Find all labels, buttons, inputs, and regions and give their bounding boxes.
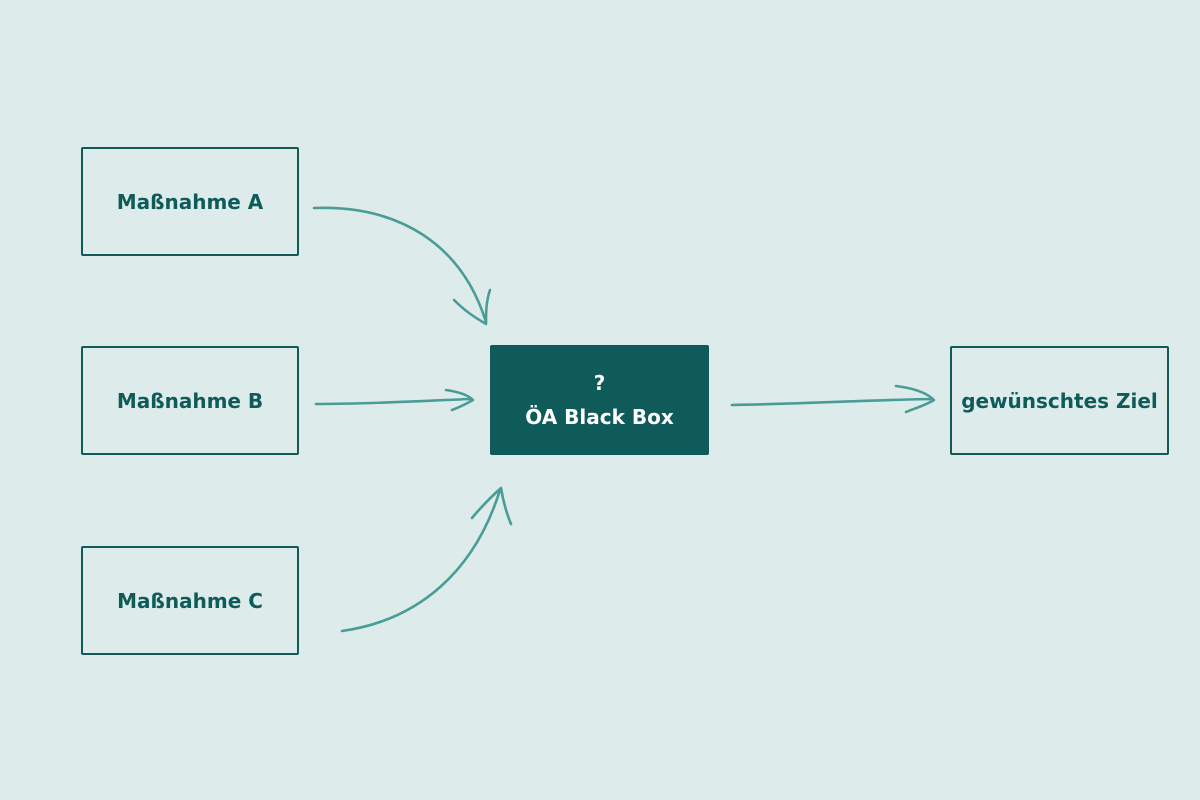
goal-box: gewünschtes Ziel bbox=[950, 346, 1169, 455]
arrow-a-shaft bbox=[312, 206, 488, 324]
arrow-b-to-blackbox bbox=[314, 388, 475, 412]
arrow-b-head bbox=[444, 388, 475, 412]
measure-b-box: Maßnahme B bbox=[81, 346, 299, 455]
arrow-blackbox-to-goal bbox=[730, 384, 936, 414]
arrow-goal-shaft bbox=[730, 397, 934, 407]
arrow-c-shaft bbox=[340, 488, 502, 633]
black-box-label: ÖA Black Box bbox=[525, 405, 674, 429]
arrow-c-to-blackbox bbox=[340, 486, 513, 633]
measure-c-box: Maßnahme C bbox=[81, 546, 299, 655]
arrow-a-to-blackbox bbox=[312, 206, 492, 326]
arrow-b-shaft bbox=[314, 397, 472, 406]
black-box-node: ? ÖA Black Box bbox=[490, 345, 709, 455]
black-box-question-mark: ? bbox=[593, 371, 606, 395]
goal-label: gewünschtes Ziel bbox=[961, 388, 1158, 413]
arrow-goal-head bbox=[894, 384, 936, 414]
arrow-a-head bbox=[452, 288, 492, 326]
measure-c-label: Maßnahme C bbox=[117, 588, 263, 613]
arrow-c-head bbox=[470, 486, 513, 526]
measure-a-box: Maßnahme A bbox=[81, 147, 299, 256]
measure-b-label: Maßnahme B bbox=[116, 388, 264, 413]
measure-a-label: Maßnahme A bbox=[116, 189, 264, 214]
